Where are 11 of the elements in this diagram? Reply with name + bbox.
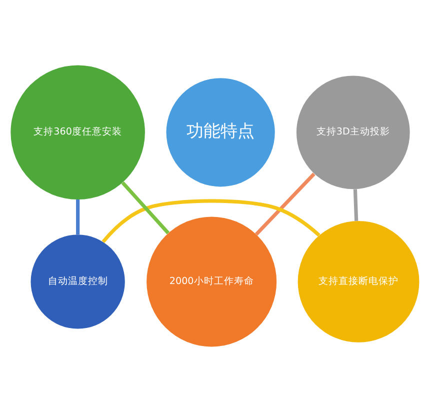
connector bbox=[121, 181, 170, 234]
node-circle: 自动温度控制 bbox=[30, 234, 125, 329]
connector bbox=[353, 189, 358, 222]
node-circle: 2000小时工作寿命 bbox=[146, 216, 277, 347]
connector bbox=[254, 172, 316, 236]
node-circle: 支持360度任意安装 bbox=[10, 65, 145, 200]
connector bbox=[102, 199, 320, 244]
connector bbox=[76, 199, 80, 235]
node-circle: 支持3D主动投影 bbox=[296, 76, 410, 190]
node-circle: 功能特点 bbox=[166, 78, 275, 187]
node-circle: 支持直接断电保护 bbox=[298, 221, 420, 342]
